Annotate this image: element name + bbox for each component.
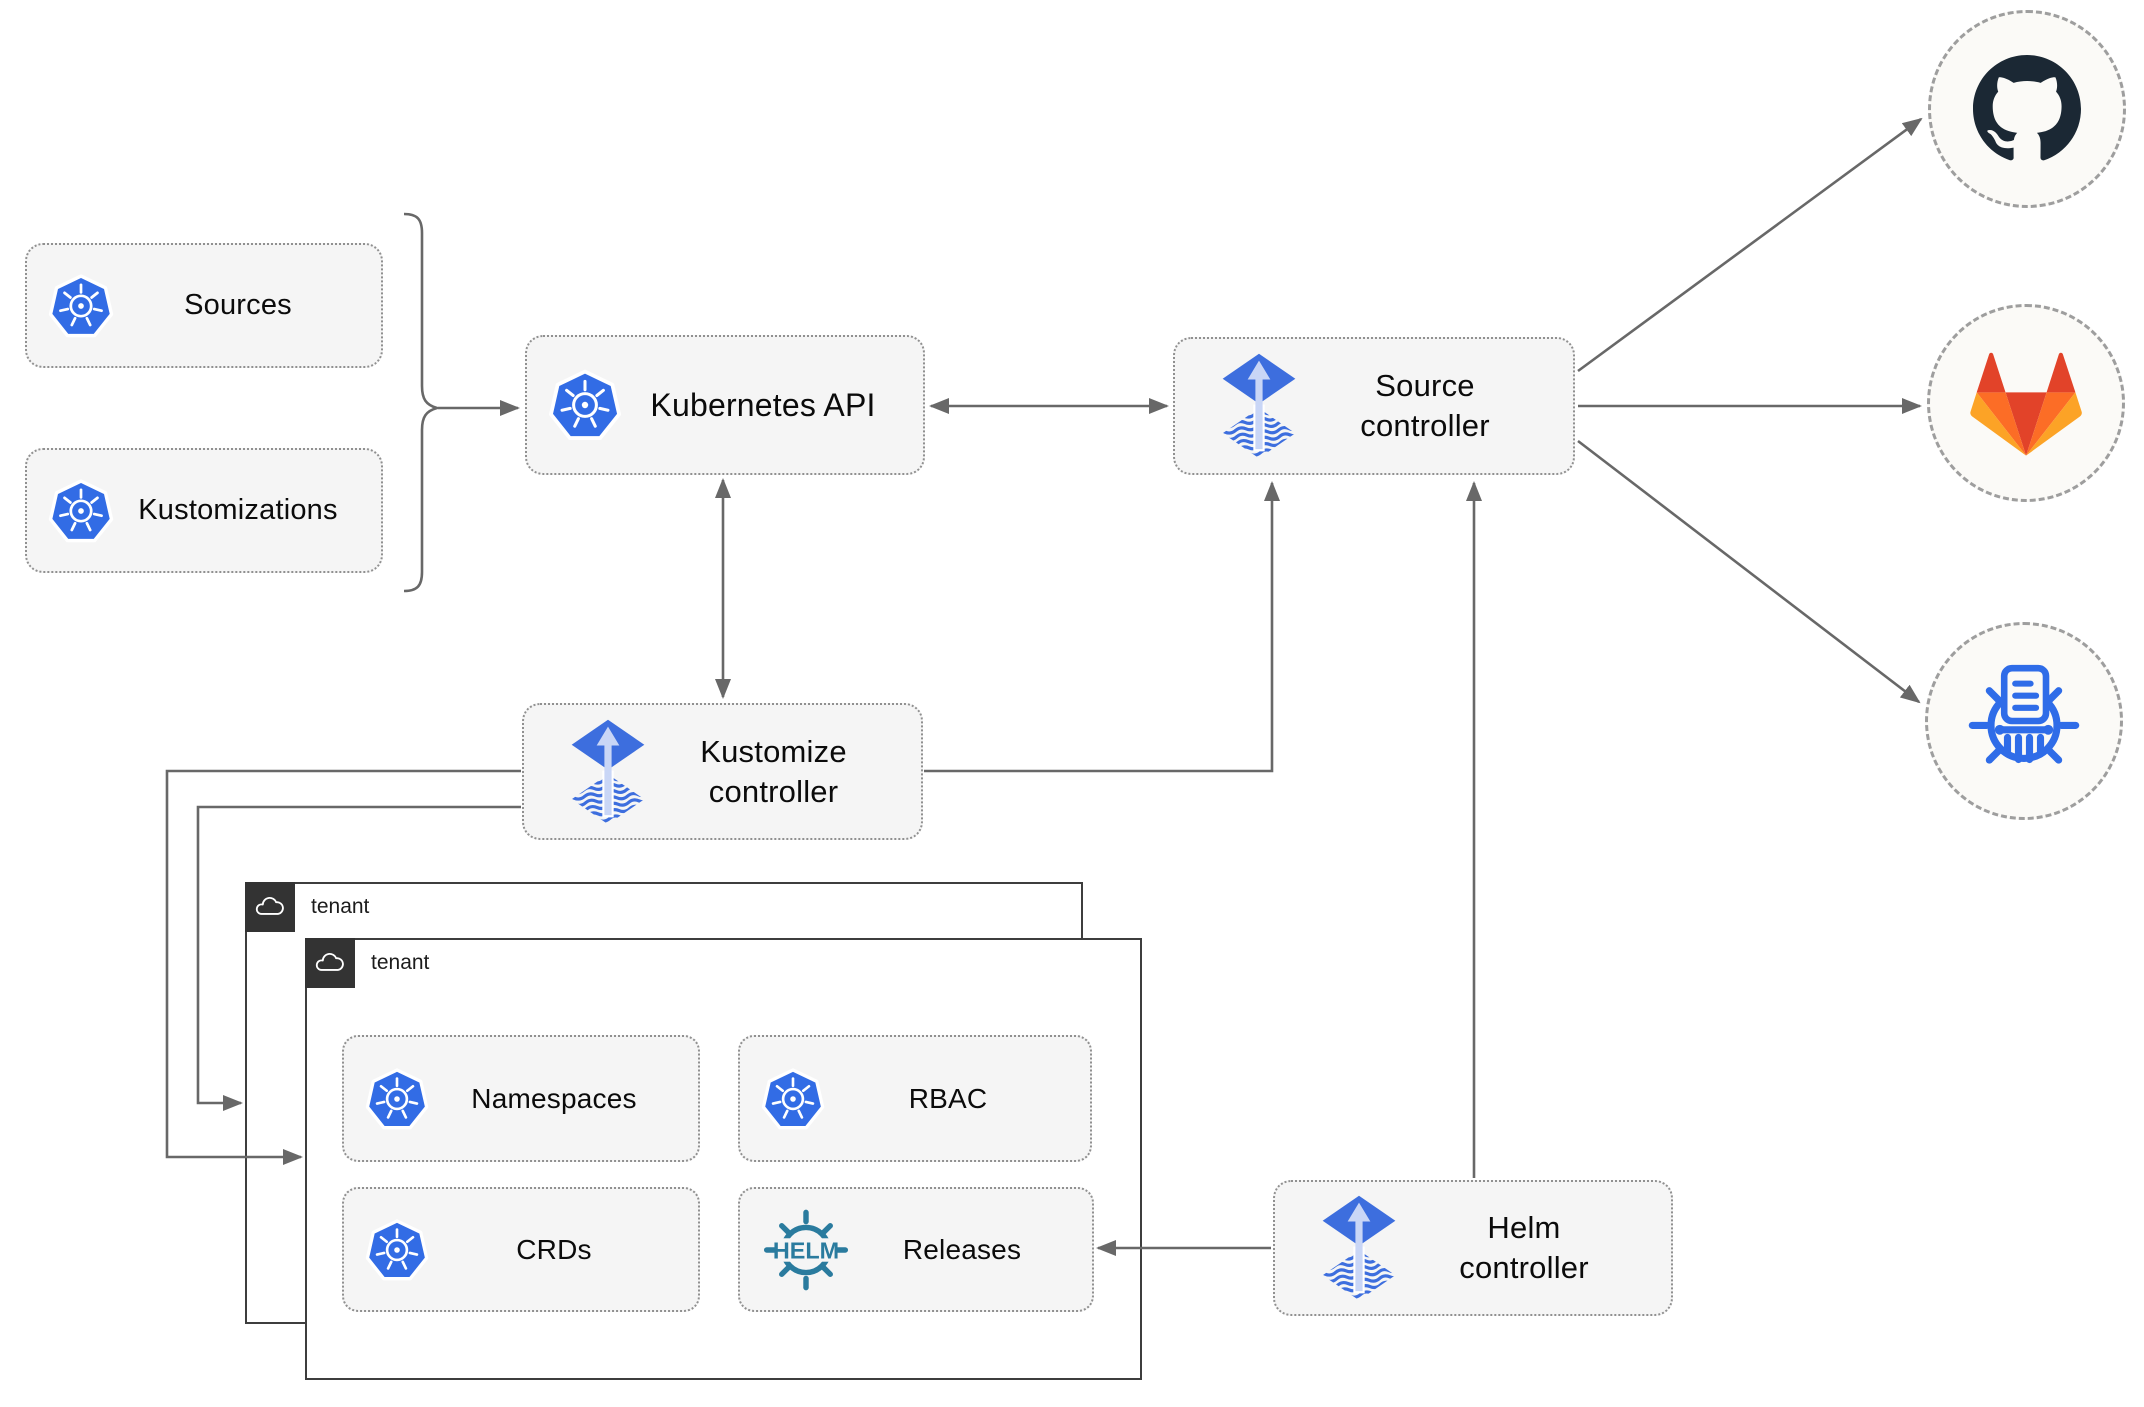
kubernetes-icon (547, 367, 623, 443)
sources-node: Sources (25, 243, 383, 368)
gitlab-icon (1970, 352, 2082, 456)
sources-label: Sources (184, 289, 292, 321)
github-icon (1973, 55, 2081, 161)
kubernetes-api-node: Kubernetes API (525, 335, 925, 475)
gitlab-remote (1927, 304, 2125, 502)
kustomizations-label: Kustomizations (138, 494, 338, 526)
helm-controller-node: Helm controller (1273, 1180, 1673, 1316)
rbac-node: RBAC (738, 1035, 1092, 1162)
github-remote (1928, 10, 2126, 208)
kubernetes-icon (364, 1066, 430, 1132)
tenant-back-label: tenant (311, 895, 370, 918)
tenant-front-label: tenant (371, 951, 430, 974)
container-registry-icon (1968, 664, 2080, 764)
source-controller-node: Source controller (1173, 337, 1575, 475)
kustomize-controller-node: Kustomize controller (522, 703, 923, 840)
crds-node: CRDs (342, 1187, 700, 1312)
brace-sources-group (403, 212, 442, 593)
kubernetes-icon (760, 1066, 826, 1132)
kubernetes-icon (364, 1217, 430, 1283)
rbac-label: RBAC (908, 1082, 988, 1114)
crds-label: CRDs (516, 1233, 592, 1265)
flux-icon (570, 719, 646, 825)
kustomizations-node: Kustomizations (25, 448, 383, 573)
edge-source-to-registry (1577, 439, 1921, 704)
namespaces-node: Namespaces (342, 1035, 700, 1162)
tenant-front-tab (304, 937, 355, 988)
tenant-back-tab (244, 881, 295, 932)
kubernetes-api-label: Kubernetes API (650, 386, 876, 423)
edge-kustomize-to-source (924, 481, 1280, 773)
helm-logo-icon: HELM (760, 1208, 852, 1292)
cloud-icon (313, 950, 347, 975)
kubernetes-icon (47, 477, 115, 545)
registry-remote (1925, 622, 2123, 820)
flux-icon (1321, 1195, 1397, 1301)
edge-source-to-github (1577, 117, 1923, 373)
source-controller-label: Source controller (1360, 368, 1490, 443)
cloud-icon (253, 894, 287, 919)
helm-logo-text: HELM (773, 1237, 839, 1263)
flux-icon (1221, 353, 1297, 459)
namespaces-label: Namespaces (471, 1082, 637, 1114)
tenant-box-front: tenant Namespaces RBAC CRDs (304, 937, 1142, 1380)
helm-controller-label: Helm controller (1459, 1210, 1589, 1285)
kubernetes-icon (47, 272, 115, 340)
kustomize-controller-label: Kustomize controller (700, 733, 847, 809)
releases-node: HELM Releases (738, 1187, 1094, 1312)
releases-label: Releases (902, 1233, 1022, 1265)
